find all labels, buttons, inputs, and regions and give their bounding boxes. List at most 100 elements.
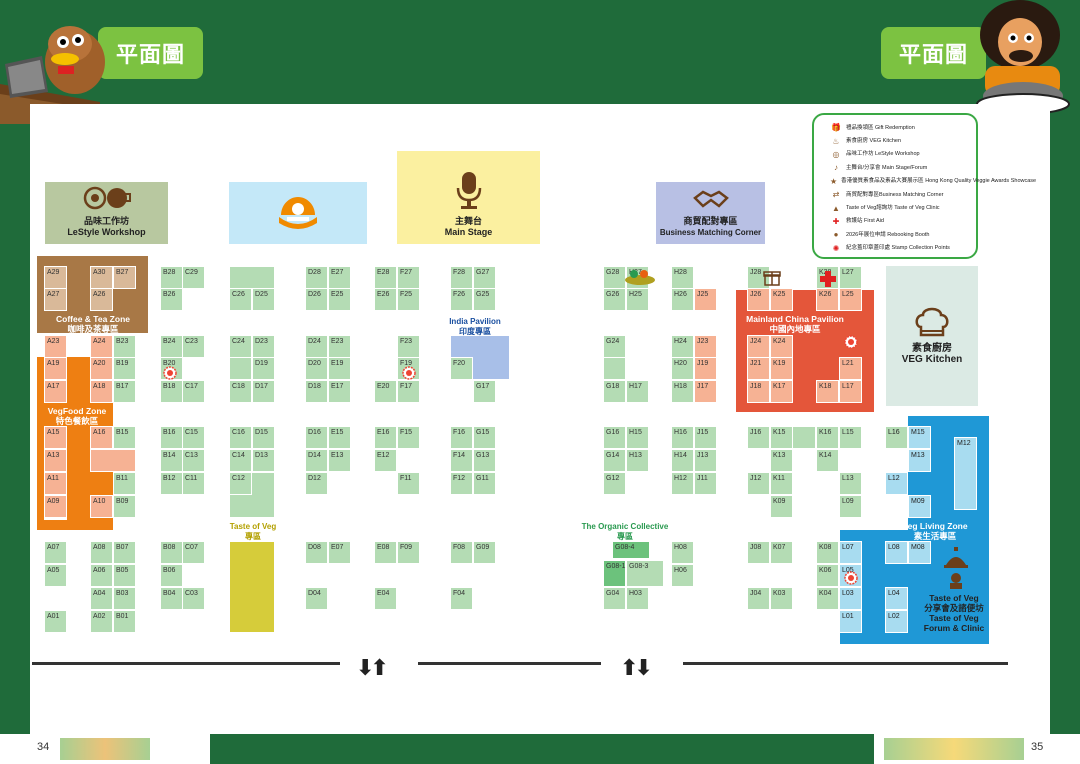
booth-g15[interactable]: G15: [473, 426, 496, 449]
booth-m08[interactable]: M08: [908, 541, 931, 564]
booth-f25[interactable]: F25: [397, 288, 420, 311]
first-aid-icon[interactable]: [819, 270, 837, 288]
booth-k08[interactable]: K08: [816, 541, 839, 564]
booth-d28[interactable]: D28: [305, 266, 328, 289]
booth-a09[interactable]: A09: [44, 495, 67, 518]
booth-d26[interactable]: D26: [305, 288, 328, 311]
booth-h16[interactable]: H16: [671, 426, 694, 449]
booth-b24[interactable]: B24: [160, 335, 183, 358]
booth-e27[interactable]: E27: [328, 266, 351, 289]
booth-b04[interactable]: B04: [160, 587, 183, 610]
booth-c17[interactable]: C17: [182, 380, 205, 403]
booth-j19[interactable]: J19: [694, 357, 717, 380]
booth-l12[interactable]: L12: [885, 472, 908, 495]
booth-l21[interactable]: L21: [839, 357, 862, 380]
booth-a27[interactable]: A27: [44, 288, 67, 311]
booth-b06[interactable]: B06: [160, 564, 183, 587]
booth-f26[interactable]: F26: [450, 288, 473, 311]
booth-c23[interactable]: C23: [182, 335, 205, 358]
booth-g26[interactable]: G26: [603, 288, 626, 311]
stamp-icon[interactable]: [844, 335, 858, 349]
booth-g17[interactable]: G17: [473, 380, 496, 403]
booth-a10[interactable]: A10: [90, 495, 113, 518]
booth-j04[interactable]: J04: [747, 587, 770, 610]
booth-c12[interactable]: C12: [229, 472, 252, 495]
booth-g28[interactable]: G28: [603, 266, 626, 289]
booth-l09[interactable]: L09: [839, 495, 862, 518]
booth-b01[interactable]: B01: [113, 610, 136, 633]
booth-g18[interactable]: G18: [603, 380, 626, 403]
booth-h14[interactable]: H14: [671, 449, 694, 472]
booth-b03[interactable]: B03: [113, 587, 136, 610]
booth-g08-3[interactable]: G08-3: [626, 560, 664, 587]
booth-c16[interactable]: C16: [229, 426, 252, 449]
booth-l15[interactable]: L15: [839, 426, 862, 449]
booth-e13[interactable]: E13: [328, 449, 351, 472]
booth-j12[interactable]: J12: [747, 472, 770, 495]
booth-a02[interactable]: A02: [90, 610, 113, 633]
gift-icon[interactable]: [763, 268, 781, 286]
booth-a08[interactable]: A08: [90, 541, 113, 564]
booth-l13[interactable]: L13: [839, 472, 862, 495]
booth-j21[interactable]: J21: [747, 357, 770, 380]
booth-h26[interactable]: H26: [671, 288, 694, 311]
booth-f04[interactable]: F04: [450, 587, 473, 610]
booth-b17[interactable]: B17: [113, 380, 136, 403]
booth-l25[interactable]: L25: [839, 288, 862, 311]
booth-b11[interactable]: B11: [113, 472, 136, 495]
booth-j23[interactable]: J23: [694, 335, 717, 358]
booth-j24[interactable]: J24: [747, 335, 770, 358]
booth-d25[interactable]: D25: [252, 288, 275, 311]
booth-a24[interactable]: A24: [90, 335, 113, 358]
booth-j13[interactable]: J13: [694, 449, 717, 472]
booth-k24[interactable]: K24: [770, 335, 793, 358]
booth-c29[interactable]: C29: [182, 266, 205, 289]
booth-b26[interactable]: B26: [160, 288, 183, 311]
booth-b15[interactable]: B15: [113, 426, 136, 449]
booth-k16[interactable]: K16: [816, 426, 839, 449]
booth-d23[interactable]: D23: [252, 335, 275, 358]
booth-h15[interactable]: H15: [626, 426, 649, 449]
booth-l16[interactable]: L16: [885, 426, 908, 449]
booth-b07[interactable]: B07: [113, 541, 136, 564]
booth-b16[interactable]: B16: [160, 426, 183, 449]
booth-g08-1[interactable]: G08-1: [603, 560, 626, 587]
rebooking-icon[interactable]: [624, 268, 656, 286]
booth-e16[interactable]: E16: [374, 426, 397, 449]
booth-f28[interactable]: F28: [450, 266, 473, 289]
booth-j15[interactable]: J15: [694, 426, 717, 449]
booth-c07[interactable]: C07: [182, 541, 205, 564]
booth-k18[interactable]: K18: [816, 380, 839, 403]
booth-c26[interactable]: C26: [229, 288, 252, 311]
booth-h03[interactable]: H03: [626, 587, 649, 610]
booth-d15[interactable]: D15: [252, 426, 275, 449]
booth-a05[interactable]: A05: [44, 564, 67, 587]
booth-e12[interactable]: E12: [374, 449, 397, 472]
booth-k04[interactable]: K04: [816, 587, 839, 610]
booth-c18[interactable]: C18: [229, 380, 252, 403]
booth-l27[interactable]: L27: [839, 266, 862, 289]
booth-k13[interactable]: K13: [770, 449, 793, 472]
booth-g24[interactable]: G24: [603, 335, 626, 358]
booth-g12[interactable]: G12: [603, 472, 626, 495]
booth-m15[interactable]: M15: [908, 426, 931, 449]
booth-e08[interactable]: E08: [374, 541, 397, 564]
booth-a18[interactable]: A18: [90, 380, 113, 403]
booth-k07[interactable]: K07: [770, 541, 793, 564]
booth-k19[interactable]: K19: [770, 357, 793, 380]
booth-m12[interactable]: M12: [954, 437, 977, 510]
booth-l04[interactable]: L04: [885, 587, 908, 610]
booth-d24[interactable]: D24: [305, 335, 328, 358]
booth-h20[interactable]: H20: [671, 357, 694, 380]
booth-f11[interactable]: F11: [397, 472, 420, 495]
booth-b27[interactable]: B27: [113, 266, 136, 289]
booth-k25[interactable]: K25: [770, 288, 793, 311]
booth-j16[interactable]: J16: [747, 426, 770, 449]
booth-k14[interactable]: K14: [816, 449, 839, 472]
booth-c24[interactable]: C24: [229, 335, 252, 358]
booth-c03[interactable]: C03: [182, 587, 205, 610]
booth-a19[interactable]: A19: [44, 357, 67, 380]
booth-b23[interactable]: B23: [113, 335, 136, 358]
booth-b19[interactable]: B19: [113, 357, 136, 380]
booth-b18[interactable]: B18: [160, 380, 183, 403]
